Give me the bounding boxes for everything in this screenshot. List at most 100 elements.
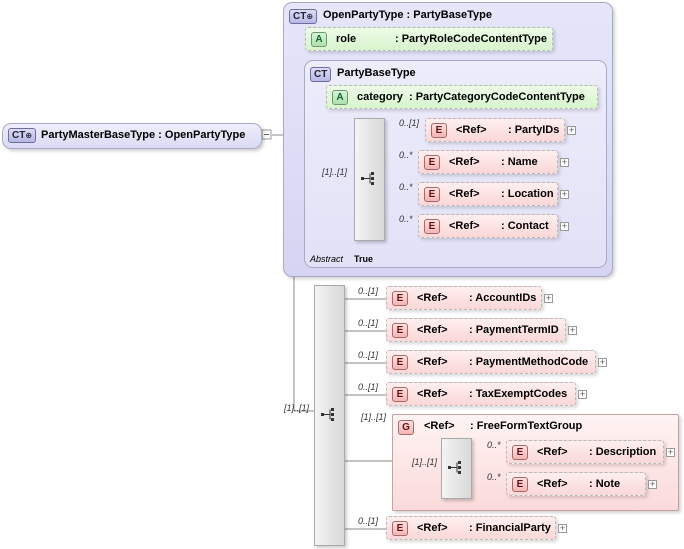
element-occurrence: 0..[1]: [358, 516, 379, 526]
expand-icon[interactable]: +: [567, 125, 576, 135]
main-sequence-compositor[interactable]: [314, 285, 345, 546]
element-occurrence: 0..[1]: [358, 286, 379, 296]
element-badge: E: [392, 521, 408, 536]
element-occurrence: 0..*: [487, 440, 501, 450]
complex-type-badge: CT⊕: [289, 9, 318, 24]
element-name: : AccountIDs: [469, 292, 537, 304]
element-payment-method-code[interactable]: E <Ref> : PaymentMethodCode: [386, 350, 596, 374]
sequence-icon: [321, 408, 334, 421]
group-name: : FreeFormTextGroup: [470, 420, 583, 432]
expand-icon[interactable]: +: [648, 479, 657, 489]
element-name: : FinancialParty: [469, 522, 551, 534]
element-ref: <Ref>: [537, 446, 568, 458]
element-name: : TaxExemptCodes: [469, 388, 568, 400]
role-attribute-type: : PartyRoleCodeContentType: [395, 33, 547, 45]
element-description[interactable]: E <Ref> : Description: [506, 440, 664, 464]
group-sequence-occurrence: [1]..[1]: [412, 457, 438, 467]
main-sequence-occurrence: [1]..[1]: [284, 403, 310, 413]
expand-icon[interactable]: +: [598, 357, 607, 367]
element-name: : PartyIDs: [508, 124, 560, 136]
element-ref: <Ref>: [417, 356, 448, 368]
category-attribute[interactable]: A category : PartyCategoryCodeContentTyp…: [326, 85, 598, 109]
complex-type-badge-label: CT: [293, 11, 307, 22]
element-name: : Location: [501, 188, 554, 200]
element-ref: <Ref>: [417, 292, 448, 304]
element-badge: E: [512, 445, 528, 460]
group-sequence-compositor[interactable]: [441, 438, 472, 499]
element-occurrence: 0..[1]: [358, 318, 379, 328]
element-financial-party[interactable]: E <Ref> : FinancialParty: [386, 516, 556, 540]
element-badge: E: [392, 387, 408, 402]
element-ref: <Ref>: [537, 478, 568, 490]
element-name: : Contact: [501, 220, 549, 232]
element-party-ids[interactable]: E <Ref> : PartyIDs: [425, 118, 565, 142]
inner-sequence-occurrence: [1]..[1]: [322, 167, 348, 177]
element-occurrence: 0..[1]: [358, 350, 379, 360]
element-ref: <Ref>: [417, 522, 448, 534]
element-occurrence: 0..*: [399, 214, 413, 224]
element-name: : Name: [501, 156, 538, 168]
category-attribute-name: category: [357, 91, 403, 103]
element-tax-exempt-codes[interactable]: E <Ref> : TaxExemptCodes: [386, 382, 576, 406]
element-ref: <Ref>: [456, 124, 487, 136]
element-name-ref[interactable]: E <Ref> : Name: [418, 150, 558, 174]
element-ref: <Ref>: [417, 388, 448, 400]
complex-type-badge: CT: [310, 67, 332, 82]
element-badge: E: [392, 355, 408, 370]
expand-icon[interactable]: +: [666, 447, 675, 457]
expand-icon[interactable]: +: [568, 325, 577, 335]
element-badge: E: [424, 155, 440, 170]
element-account-ids[interactable]: E <Ref> : AccountIDs: [386, 286, 542, 310]
complex-type-badge-label: CT: [12, 130, 26, 141]
sequence-icon: [448, 461, 461, 474]
element-occurrence: 0..*: [399, 150, 413, 160]
element-ref: <Ref>: [449, 188, 480, 200]
element-occurrence: 0..[1]: [358, 382, 379, 392]
role-attribute[interactable]: A role : PartyRoleCodeContentType: [305, 27, 553, 51]
element-ref: <Ref>: [417, 324, 448, 336]
element-location[interactable]: E <Ref> : Location: [418, 182, 558, 206]
element-name: : PaymentMethodCode: [469, 356, 589, 368]
element-name: : Description: [589, 446, 657, 458]
element-ref: <Ref>: [449, 220, 480, 232]
complex-type-badge: CT⊕: [8, 128, 37, 143]
sequence-icon: [361, 172, 374, 185]
abstract-value: True: [354, 254, 374, 264]
expand-icon[interactable]: +: [544, 293, 553, 303]
element-badge: E: [392, 323, 408, 338]
root-type-label: PartyMasterBaseType : OpenPartyType: [41, 129, 246, 141]
expand-icon[interactable]: +: [560, 221, 569, 231]
element-badge: E: [512, 477, 528, 492]
expand-icon[interactable]: +: [560, 157, 569, 167]
element-name: : Note: [589, 478, 621, 490]
element-ref: <Ref>: [449, 156, 480, 168]
element-occurrence: 0..*: [487, 472, 501, 482]
element-badge: E: [392, 291, 408, 306]
group-badge: G: [398, 420, 414, 435]
group-ref: <Ref>: [424, 420, 455, 432]
root-type-node[interactable]: CT⊕ PartyMasterBaseType : OpenPartyType: [2, 123, 262, 149]
element-occurrence: 0..*: [399, 182, 413, 192]
element-contact[interactable]: E <Ref> : Contact: [418, 214, 558, 238]
category-attribute-type: : PartyCategoryCodeContentType: [409, 91, 585, 103]
badge-glyph: ⊕: [25, 131, 33, 140]
badge-glyph: ⊕: [306, 12, 314, 21]
group-occurrence: [1]..[1]: [361, 412, 387, 422]
element-occurrence: 0..[1]: [399, 118, 420, 128]
inner-sequence-compositor[interactable]: [354, 118, 385, 241]
element-note[interactable]: E <Ref> : Note: [506, 472, 646, 496]
role-attribute-name: role: [336, 33, 357, 45]
expand-icon[interactable]: +: [560, 189, 569, 199]
abstract-label: Abstract: [310, 254, 344, 264]
element-badge: E: [424, 187, 440, 202]
attribute-badge: A: [311, 32, 327, 47]
expand-icon[interactable]: +: [578, 389, 587, 399]
open-party-type-title: OpenPartyType : PartyBaseType: [323, 9, 492, 21]
element-badge: E: [431, 123, 447, 138]
element-badge: E: [424, 219, 440, 234]
party-base-type-title: PartyBaseType: [337, 67, 416, 79]
element-payment-term-id[interactable]: E <Ref> : PaymentTermID: [386, 318, 566, 342]
expand-icon[interactable]: +: [558, 523, 567, 533]
element-name: : PaymentTermID: [469, 324, 559, 336]
attribute-badge: A: [332, 90, 348, 105]
